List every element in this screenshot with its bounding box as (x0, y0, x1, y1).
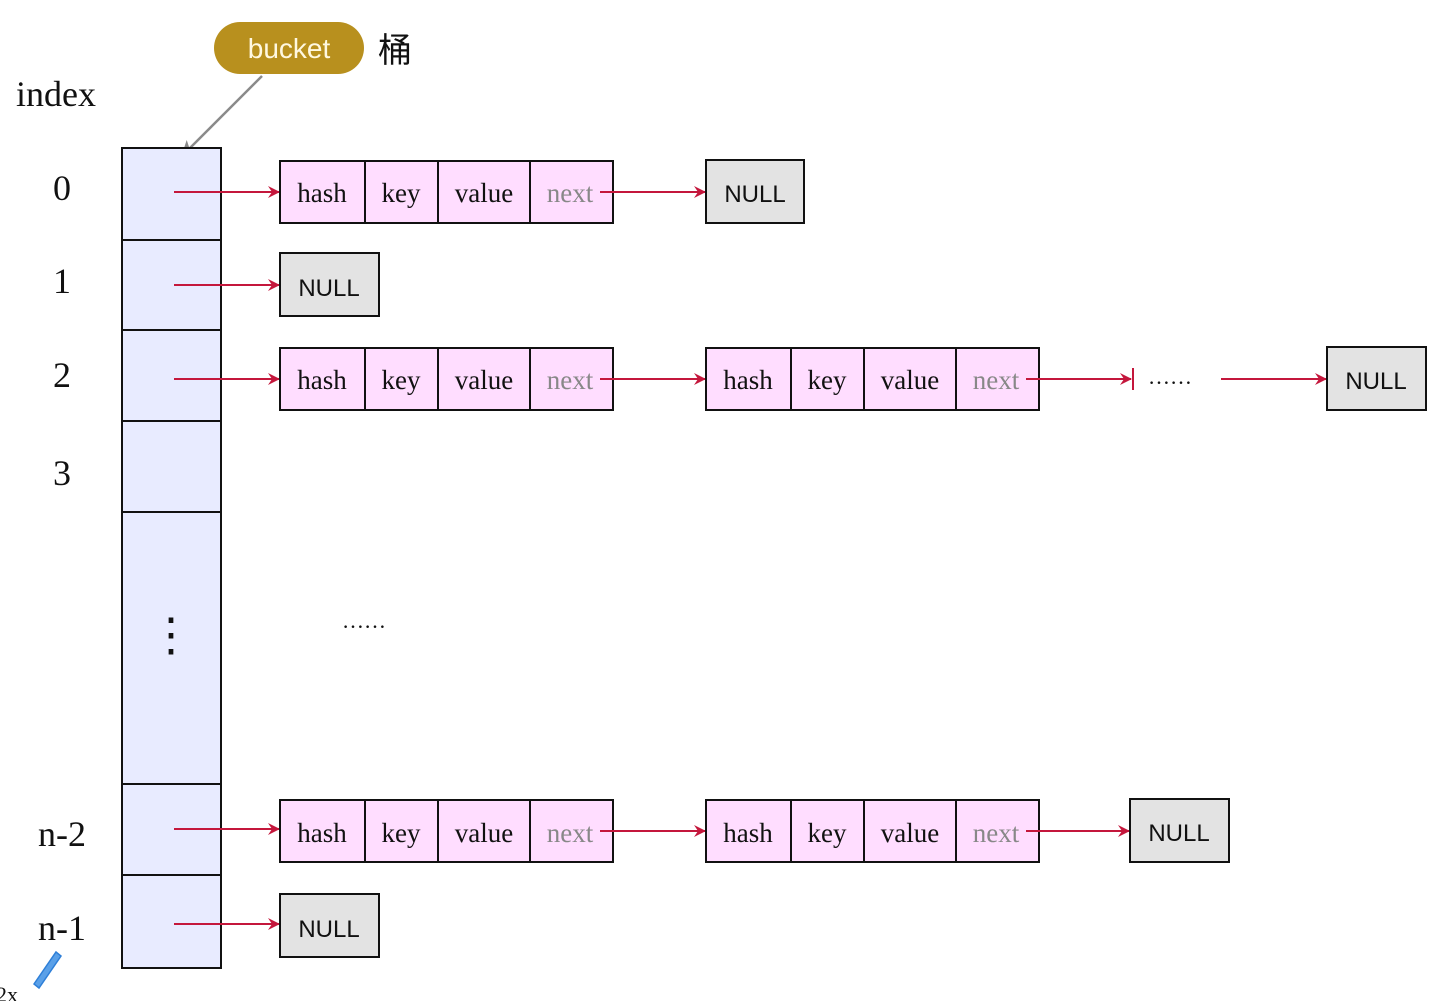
entry-value-label: value (881, 818, 939, 848)
entry-next-label: next (973, 365, 1020, 395)
entry-key-cell (790, 799, 865, 863)
entry-next-label: next (547, 365, 594, 395)
bucket-callout-bubble (214, 22, 364, 74)
index-label-3: 3 (53, 453, 71, 493)
middle-ellipsis: …… (342, 608, 386, 633)
index-label-2: 2 (53, 355, 71, 395)
chain-row-n-2: hash key value next hash key value next … (174, 798, 1230, 863)
bucket-cjk-label: 桶 (378, 31, 412, 71)
entry-hash-cell (279, 160, 366, 224)
chain-row-n-1: NULL (174, 893, 380, 958)
entry-key-label: key (382, 178, 421, 208)
bucket-slot-3 (121, 420, 222, 513)
chain-row-1: NULL (174, 252, 380, 317)
entry-value-label: value (455, 178, 513, 208)
entry-value-label: value (455, 365, 513, 395)
entry-next-cell (955, 799, 1040, 863)
index-labels: 0 1 2 3 n-2 n-1 (38, 168, 86, 948)
entry-next-label: next (547, 178, 594, 208)
entry-hash-cell (279, 799, 366, 863)
entry-next-cell (529, 160, 614, 224)
bucket-callout: bucket 桶 (181, 22, 412, 157)
bucket-slot-0 (121, 147, 222, 241)
entry-node: hash key value next (279, 160, 614, 224)
bucket-label: bucket (248, 33, 331, 64)
index-header: index (16, 74, 96, 114)
entry-hash-label: hash (723, 365, 773, 395)
chain-row-2: hash key value next hash key value next … (174, 346, 1427, 411)
entry-hash-cell (279, 347, 366, 411)
index-label-n-1: n-1 (38, 908, 86, 948)
entry-key-cell (364, 347, 439, 411)
chain-ellipsis: …… (1148, 364, 1192, 389)
entry-next-cell (955, 347, 1040, 411)
null-label: NULL (1345, 368, 1406, 395)
corner-mark: 2x (0, 950, 63, 1001)
entry-key-cell (364, 160, 439, 224)
entry-hash-label: hash (723, 818, 773, 848)
null-node (1326, 346, 1427, 411)
chain-row-0: hash key value next NULL (174, 159, 805, 224)
null-node (1129, 798, 1230, 863)
entry-node: hash key value next (705, 347, 1040, 411)
entry-key-label: key (808, 365, 847, 395)
entry-key-cell (364, 799, 439, 863)
entry-hash-label: hash (297, 178, 347, 208)
pen-icon (32, 950, 63, 990)
entry-key-cell (790, 347, 865, 411)
bucket-slot-n-1 (121, 874, 222, 969)
entry-value-cell (437, 799, 531, 863)
entry-next-label: next (973, 818, 1020, 848)
index-label-0: 0 (53, 168, 71, 208)
entry-value-cell (437, 160, 531, 224)
entry-value-label: value (455, 818, 513, 848)
entry-node: hash key value next (705, 799, 1040, 863)
bucket-array: ⋮ (121, 147, 222, 969)
null-node (705, 159, 805, 224)
corner-mark-label: 2x (0, 982, 18, 1001)
entry-key-label: key (808, 818, 847, 848)
entry-node: hash key value next (279, 799, 614, 863)
entry-value-cell (437, 347, 531, 411)
null-label: NULL (1148, 820, 1209, 847)
null-label: NULL (724, 181, 785, 208)
index-label-1: 1 (53, 261, 71, 301)
entry-next-cell (529, 799, 614, 863)
bucket-slot-2 (121, 329, 222, 422)
index-label-n-2: n-2 (38, 814, 86, 854)
null-label: NULL (298, 916, 359, 943)
entry-hash-cell (705, 347, 792, 411)
bucket-callout-pointer (181, 75, 263, 157)
entry-value-cell (863, 799, 957, 863)
null-node (279, 893, 380, 958)
column-ellipsis: ⋮ (148, 610, 194, 661)
entry-hash-label: hash (297, 818, 347, 848)
entry-next-label: next (547, 818, 594, 848)
entry-hash-label: hash (297, 365, 347, 395)
entry-key-label: key (382, 365, 421, 395)
entry-value-cell (863, 347, 957, 411)
null-node (279, 252, 380, 317)
entry-value-label: value (881, 365, 939, 395)
null-label: NULL (298, 275, 359, 302)
entry-node: hash key value next (279, 347, 614, 411)
entry-key-label: key (382, 818, 421, 848)
